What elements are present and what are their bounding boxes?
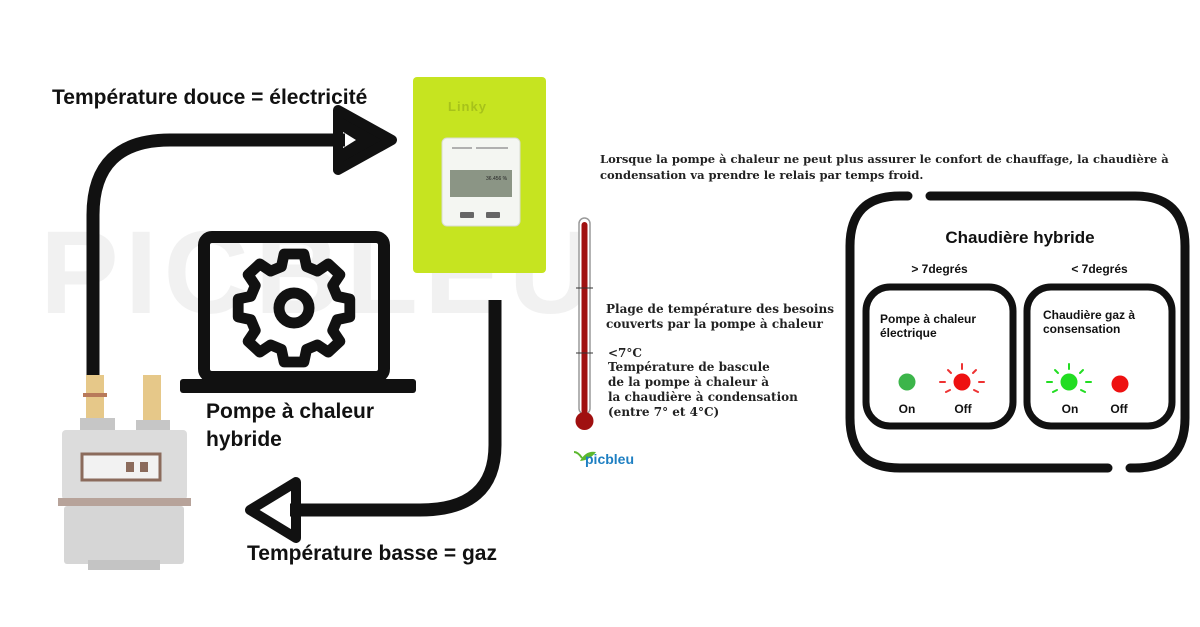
heatpump-off-label: Off bbox=[954, 402, 972, 416]
boiler-off-led bbox=[1111, 375, 1129, 393]
threshold-text: Température de bascule de la pompe à cha… bbox=[608, 360, 798, 419]
top-flow-arrow bbox=[86, 133, 345, 380]
panel-boiler-frame bbox=[1023, 283, 1176, 430]
heatpump-on-led bbox=[898, 373, 916, 391]
picbleu-logo-text: picbleu bbox=[585, 451, 635, 467]
boiler-off-label: Off bbox=[1110, 402, 1128, 416]
heatpump-on-label: On bbox=[898, 402, 916, 416]
low-temperature-label: Température basse = gaz bbox=[247, 542, 497, 565]
heatpump-condition: > 7degrés bbox=[911, 262, 968, 276]
mild-temperature-label: Température douce = électricité bbox=[52, 86, 368, 109]
hybrid-card-frame-a bbox=[845, 191, 1113, 473]
heatpump-off-led-rays bbox=[939, 363, 985, 393]
intro-text: Lorsque la pompe à chaleur ne peut plus … bbox=[600, 152, 1169, 182]
heatpump-panel-title: Pompe à chaleur électrique bbox=[880, 312, 977, 340]
hybrid-card-title: Chaudière hybride bbox=[945, 228, 1095, 247]
heatpump-laptop-icon bbox=[180, 231, 416, 393]
boiler-on-led-rays bbox=[1046, 363, 1092, 393]
thermometer-icon bbox=[575, 217, 594, 430]
gas-meter bbox=[58, 375, 191, 570]
bottom-flow-arrow bbox=[290, 300, 502, 517]
boiler-panel-title: Chaudière gaz à consensation bbox=[1043, 308, 1136, 336]
boiler-condition: < 7degrés bbox=[1071, 262, 1128, 276]
linky-display-value: 36.456 % bbox=[486, 176, 508, 182]
boiler-on-led bbox=[1060, 373, 1078, 391]
boiler-on-label: On bbox=[1061, 402, 1079, 416]
panel-heatpump-frame bbox=[862, 283, 1017, 430]
top-arrowhead-outline bbox=[333, 105, 397, 175]
heatpump-range-text: Plage de température des besoins couvert… bbox=[606, 302, 834, 331]
linky-meter bbox=[413, 77, 546, 273]
linky-brand: Linky bbox=[448, 99, 487, 114]
hybrid-card-frame-b bbox=[925, 191, 1190, 473]
top-arrowhead bbox=[340, 112, 388, 168]
threshold-value: <7°C bbox=[608, 346, 642, 360]
heatpump-hybrid-label: Pompe à chaleur hybride bbox=[206, 400, 375, 451]
picbleu-logo-leaf bbox=[573, 451, 596, 461]
bottom-arrowhead bbox=[245, 477, 301, 543]
heatpump-off-led bbox=[953, 373, 971, 391]
